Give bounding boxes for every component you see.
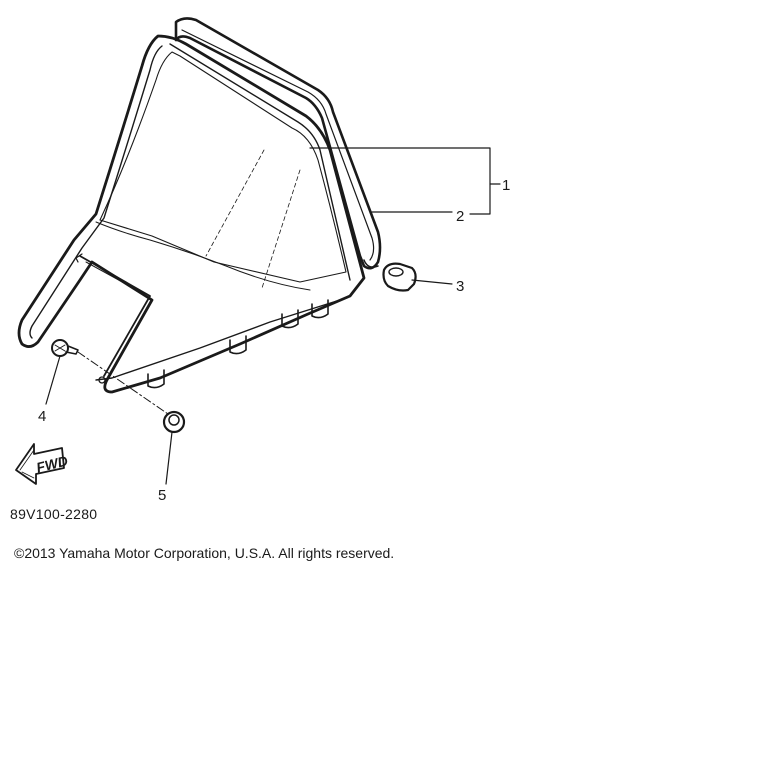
fwd-label: FWD bbox=[35, 452, 70, 475]
diagram-code: 89V100-2280 bbox=[10, 506, 98, 522]
callout-3: 3 bbox=[456, 278, 464, 295]
windshield-seal bbox=[174, 17, 382, 270]
callout-2: 2 bbox=[456, 208, 464, 225]
assembly-line bbox=[77, 351, 169, 415]
callout-1: 1 bbox=[502, 177, 510, 194]
grommet-3 bbox=[382, 262, 417, 292]
nut-5 bbox=[162, 410, 186, 434]
fwd-arrow-icon bbox=[15, 443, 65, 485]
screw-4 bbox=[51, 339, 79, 357]
copyright-notice: ©2013 Yamaha Motor Corporation, U.S.A. A… bbox=[14, 545, 395, 561]
callout-4: 4 bbox=[38, 408, 46, 425]
callout-5: 5 bbox=[158, 487, 166, 504]
windshield bbox=[17, 34, 366, 394]
leader-lines bbox=[45, 147, 501, 485]
